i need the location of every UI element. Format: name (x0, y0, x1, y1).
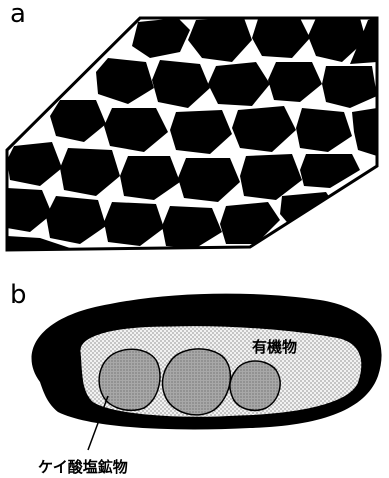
mineral-grain (230, 361, 280, 410)
mineral-grain (163, 349, 231, 415)
organic-matter-label: 有機物 (252, 338, 297, 356)
silicate-mineral-label: ケイ酸塩鉱物 (38, 458, 128, 476)
mineral-grain (99, 349, 160, 410)
